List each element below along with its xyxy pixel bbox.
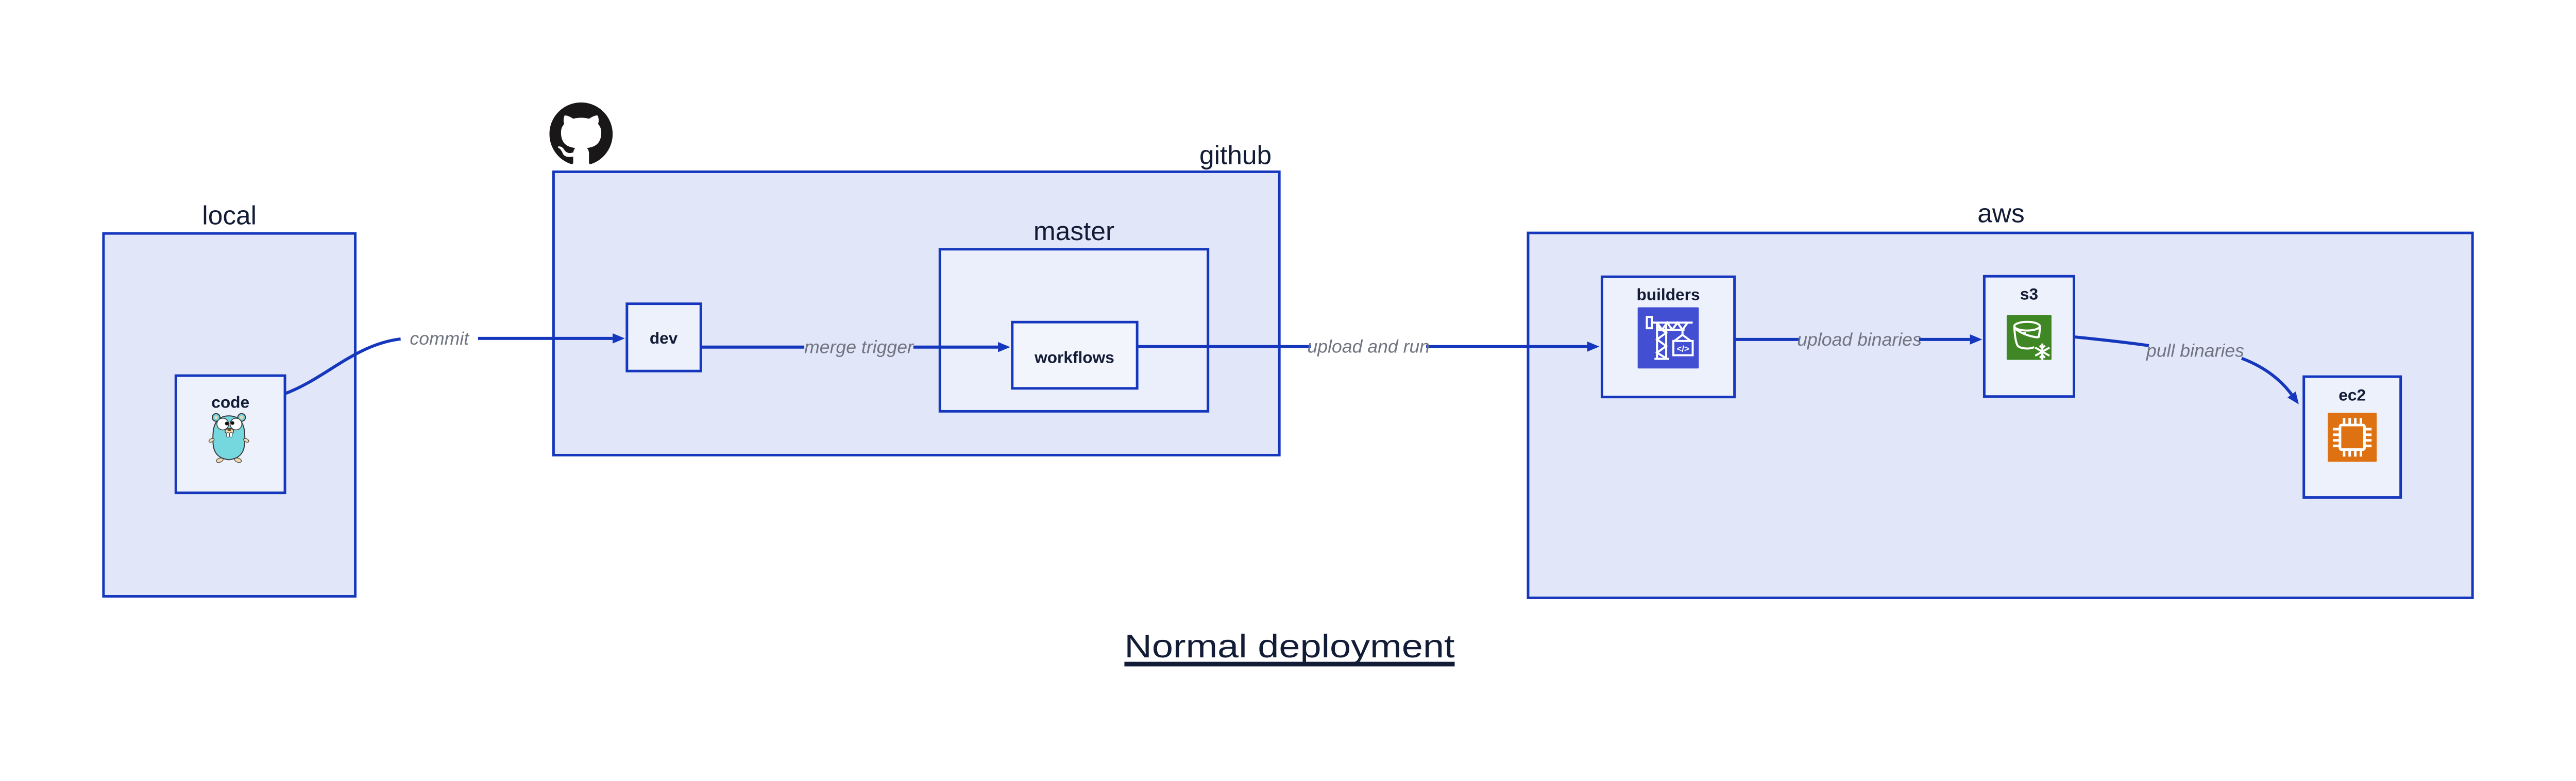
local-label: local <box>202 200 257 230</box>
builders-label: builders <box>1636 285 1700 304</box>
merge-trigger-label: merge trigger <box>804 337 914 358</box>
pull-binaries-label: pull binaries <box>2146 341 2244 361</box>
crane-code-glyph: </> <box>1677 344 1689 354</box>
ec2-chip-icon <box>2328 413 2377 462</box>
dev-node: dev <box>625 302 702 372</box>
code-label: code <box>211 393 249 411</box>
workflows-label: workflows <box>1034 348 1114 366</box>
aws-container: aws builders </> s3 <box>1527 198 2474 599</box>
github-octocat-icon <box>549 102 613 164</box>
upload-and-run-label: upload and run <box>1308 336 1430 357</box>
github-container: github dev master workflows <box>549 102 1281 456</box>
github-label: github <box>1199 140 1272 170</box>
upload-binaries-label: upload binaries <box>1797 329 1922 350</box>
master-container: master workflows <box>938 216 1210 413</box>
workflows-box <box>1011 320 1139 390</box>
dev-label: dev <box>650 329 678 347</box>
local-container: local code <box>102 200 357 598</box>
code-node: code <box>174 374 286 495</box>
master-label: master <box>1033 216 1114 246</box>
ec2-label: ec2 <box>2338 386 2366 404</box>
connector-commit: commit <box>284 328 625 395</box>
connector-upload-binaries: upload binaries <box>1734 329 1982 350</box>
s3-label: s3 <box>2020 285 2038 303</box>
s3-node: s3 <box>1982 275 2075 398</box>
connector-upload-and-run: upload and run <box>1137 336 1600 357</box>
aws-label: aws <box>1977 198 2024 228</box>
dev-box <box>625 302 702 372</box>
workflows-node: workflows <box>1011 320 1139 390</box>
diagram-title: Normal deployment <box>1124 629 1455 665</box>
ec2-node: ec2 <box>2302 375 2402 499</box>
builders-node: builders </> <box>1600 275 1736 399</box>
connector-merge-trigger: merge trigger <box>701 337 1010 358</box>
go-gopher-icon <box>208 413 249 463</box>
connector-pull-binaries: pull binaries <box>2074 335 2299 404</box>
s3-bucket-icon <box>2006 315 2052 360</box>
commit-label: commit <box>410 328 470 349</box>
snowflake-glyph <box>2035 343 2050 360</box>
crane-icon: </> <box>1637 307 1699 369</box>
